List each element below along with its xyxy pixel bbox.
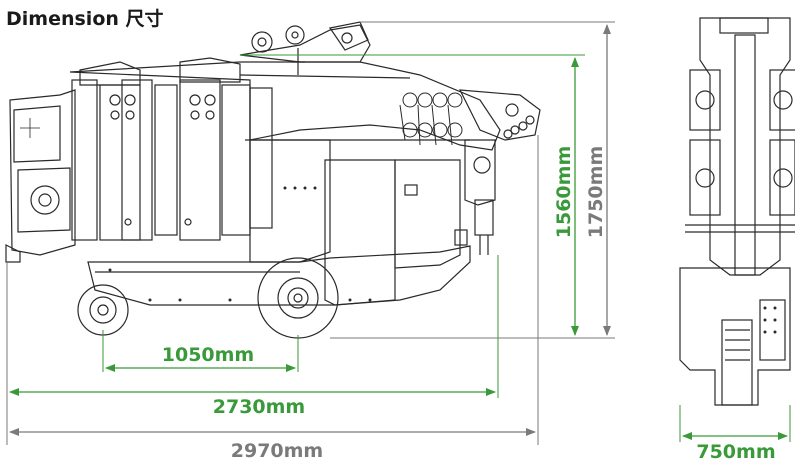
height-retracted-label: 1560mm bbox=[553, 146, 575, 238]
front-view-machine bbox=[679, 17, 795, 406]
extension-lines bbox=[6, 21, 791, 445]
body-length-label: 2730mm bbox=[213, 396, 305, 418]
side-view-machine bbox=[5, 21, 541, 339]
overall-length-label: 2970mm bbox=[231, 440, 323, 462]
height-overall-label: 1750mm bbox=[585, 146, 607, 238]
diagram-title: Dimension 尺寸 bbox=[6, 8, 164, 30]
wheelbase-label: 1050mm bbox=[162, 344, 254, 366]
track-width-label: 750mm bbox=[696, 441, 775, 462]
